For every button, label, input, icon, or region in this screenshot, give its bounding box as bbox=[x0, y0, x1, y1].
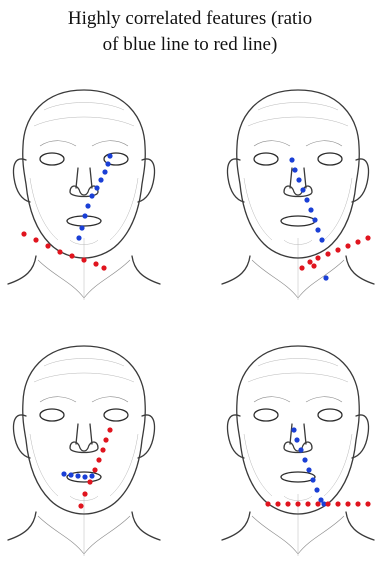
face-bottom-right bbox=[222, 346, 374, 556]
blue-line-bottom-right bbox=[291, 427, 326, 506]
red-line-bottom-left bbox=[78, 427, 112, 508]
face-top-left bbox=[8, 90, 160, 300]
face-bottom-left bbox=[8, 346, 160, 556]
face-top-right bbox=[222, 90, 374, 300]
red-line-bottom-right bbox=[265, 501, 370, 506]
